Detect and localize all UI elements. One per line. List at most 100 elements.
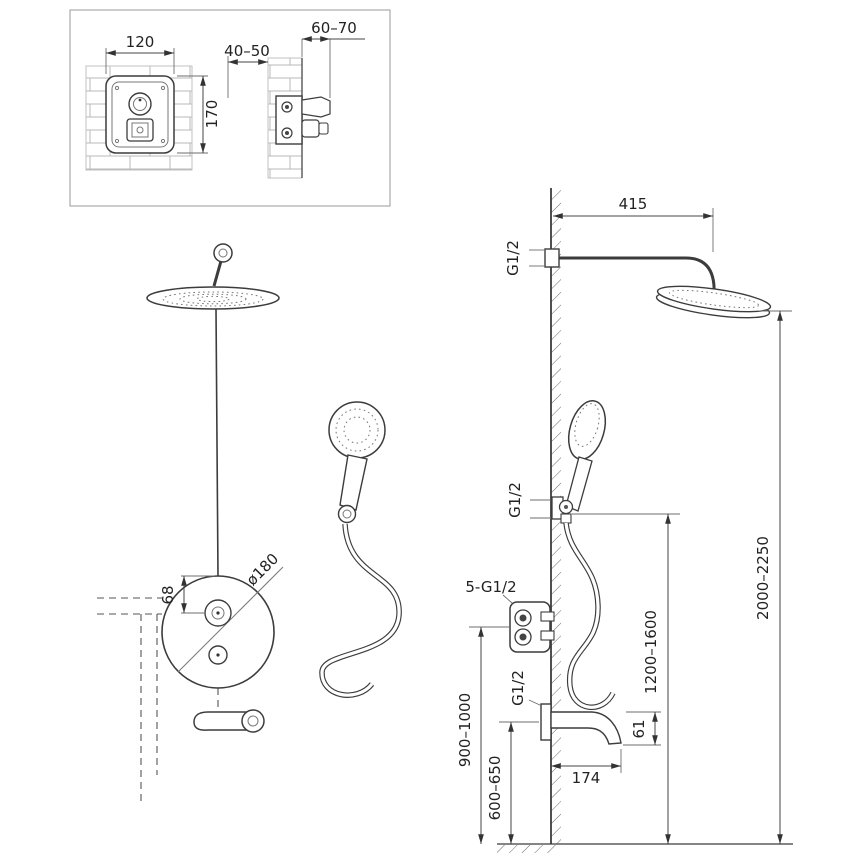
dim-mixer-height-label: 900–1000	[456, 693, 474, 767]
dim-front-height-label: 170	[203, 100, 221, 129]
hand-shower-head	[567, 400, 607, 460]
rain-head	[656, 285, 772, 313]
diverter-knob-side	[318, 122, 329, 135]
rain-head-nozzles	[196, 295, 230, 303]
holder-knob-dot	[564, 505, 568, 509]
bath-spout	[550, 711, 622, 745]
dim-front-width: 120	[105, 33, 175, 74]
dim-overall-height: 2000–2250	[754, 310, 792, 844]
mixer-knob-dot	[519, 633, 527, 641]
mixer-side-view	[267, 57, 331, 179]
mixer-knob-front	[128, 92, 152, 116]
shower-hose	[563, 522, 616, 711]
diverter-side	[301, 119, 320, 138]
diameter-leader-line	[177, 566, 284, 673]
rain-head-pictorial	[146, 286, 280, 310]
dim-spout-drop: 61	[623, 711, 661, 746]
shower-arm-pictorial	[212, 260, 223, 287]
knob-dot	[216, 653, 220, 657]
arm-thread-label: G1/2	[504, 240, 522, 276]
spout-wall-flange	[540, 703, 552, 741]
shower-arm	[559, 256, 716, 291]
mixer-knob-dot	[519, 614, 527, 622]
dim-side-total: 60–70	[301, 19, 365, 98]
hose-nut	[337, 504, 357, 524]
mixer-knob-ring	[133, 97, 147, 111]
hand-shower-nozzles	[343, 416, 371, 444]
mixer-connections-label: 5-G1/2	[465, 578, 516, 596]
hose-nut-inner	[342, 509, 352, 519]
label-spout-thread: G1/2	[509, 670, 543, 707]
mixer-body	[509, 601, 551, 653]
ceiling-flange-inner	[218, 248, 228, 258]
inset-detail-box: 120 170 40–50	[69, 9, 391, 207]
label-mixer-connections: 5-G1/2	[465, 578, 517, 604]
hose-nut	[560, 513, 572, 524]
dim-spout-height-label: 600–650	[486, 756, 504, 821]
handshower-thread-label: G1/2	[506, 482, 524, 518]
floor-hatching	[497, 845, 559, 853]
dim-side-recess-label: 40–50	[224, 42, 270, 60]
spout-flange-inner	[247, 715, 259, 727]
dim-spout-height: 600–650	[486, 721, 539, 844]
dim-knob-spacing-label: 68	[159, 585, 177, 604]
valve-port-dot	[285, 105, 289, 109]
knob-marker-dot	[138, 98, 142, 102]
shower-hose-highlight	[320, 523, 401, 697]
inwall-piping-dashed	[97, 597, 219, 802]
spout-schematic	[540, 703, 622, 745]
hand-shower-face	[574, 403, 600, 447]
dim-front-width-label: 120	[126, 33, 155, 51]
diverter-front	[126, 118, 154, 142]
installation-schematic: 415 G1/2 2000–2250	[456, 188, 793, 853]
ceiling-flange	[213, 243, 233, 263]
dim-spout-drop-label: 61	[630, 719, 648, 738]
dim-arm-length: 415	[553, 195, 714, 252]
screw-icon	[160, 138, 166, 144]
bath-spout-pictorial	[193, 711, 253, 731]
shower-hose	[319, 523, 402, 698]
dim-handshower-height-label: 1200–1600	[642, 610, 660, 694]
shower-hose-highlight	[564, 522, 615, 709]
diverter-dot	[136, 126, 144, 134]
riser-pipe	[215, 308, 219, 577]
label-arm-thread: G1/2	[504, 240, 545, 276]
dim-arm-length-label: 415	[619, 195, 648, 213]
hand-shower-handle	[339, 454, 368, 511]
pictorial-view: ø180 68	[97, 243, 402, 802]
hand-shower-nozzles	[335, 408, 379, 452]
mixer-port	[540, 611, 555, 622]
hand-shower-head	[328, 401, 386, 459]
dim-mixer-height: 900–1000	[456, 626, 510, 844]
dim-spout-length: 174	[551, 749, 622, 787]
spout-flange	[241, 709, 265, 733]
screw-icon	[160, 85, 166, 91]
arm-wall-fitting	[544, 248, 560, 268]
dim-side-recess: 40–50	[224, 42, 270, 98]
dim-front-height: 170	[177, 75, 221, 154]
knob-dot	[216, 611, 220, 615]
dim-spout-length-label: 174	[572, 769, 601, 787]
mixer-front-view	[85, 65, 193, 171]
spout-thread-label: G1/2	[509, 670, 527, 706]
rain-head-nozzles	[162, 291, 264, 307]
dim-knob-spacing: 68	[159, 575, 215, 614]
mixer-box-inner	[111, 81, 169, 148]
handle-side	[301, 96, 331, 118]
hand-shower-handle	[565, 456, 593, 512]
thermostat-knob-top-ring	[211, 606, 225, 620]
valve-port-dot	[285, 131, 289, 135]
dim-overall-height-label: 2000–2250	[754, 536, 772, 620]
dim-side-total-label: 60–70	[311, 19, 357, 37]
hand-shower-pictorial	[319, 401, 402, 698]
mixer-schematic	[509, 601, 555, 653]
screw-icon	[114, 85, 120, 91]
rain-head-nozzles	[179, 293, 247, 305]
hand-shower-schematic	[551, 400, 616, 711]
diverter-inner	[131, 122, 149, 138]
rain-head-nozzles	[668, 289, 760, 309]
dim-handshower-height: 1200–1600	[572, 513, 680, 844]
plate-diameter-label: ø180	[243, 550, 282, 589]
